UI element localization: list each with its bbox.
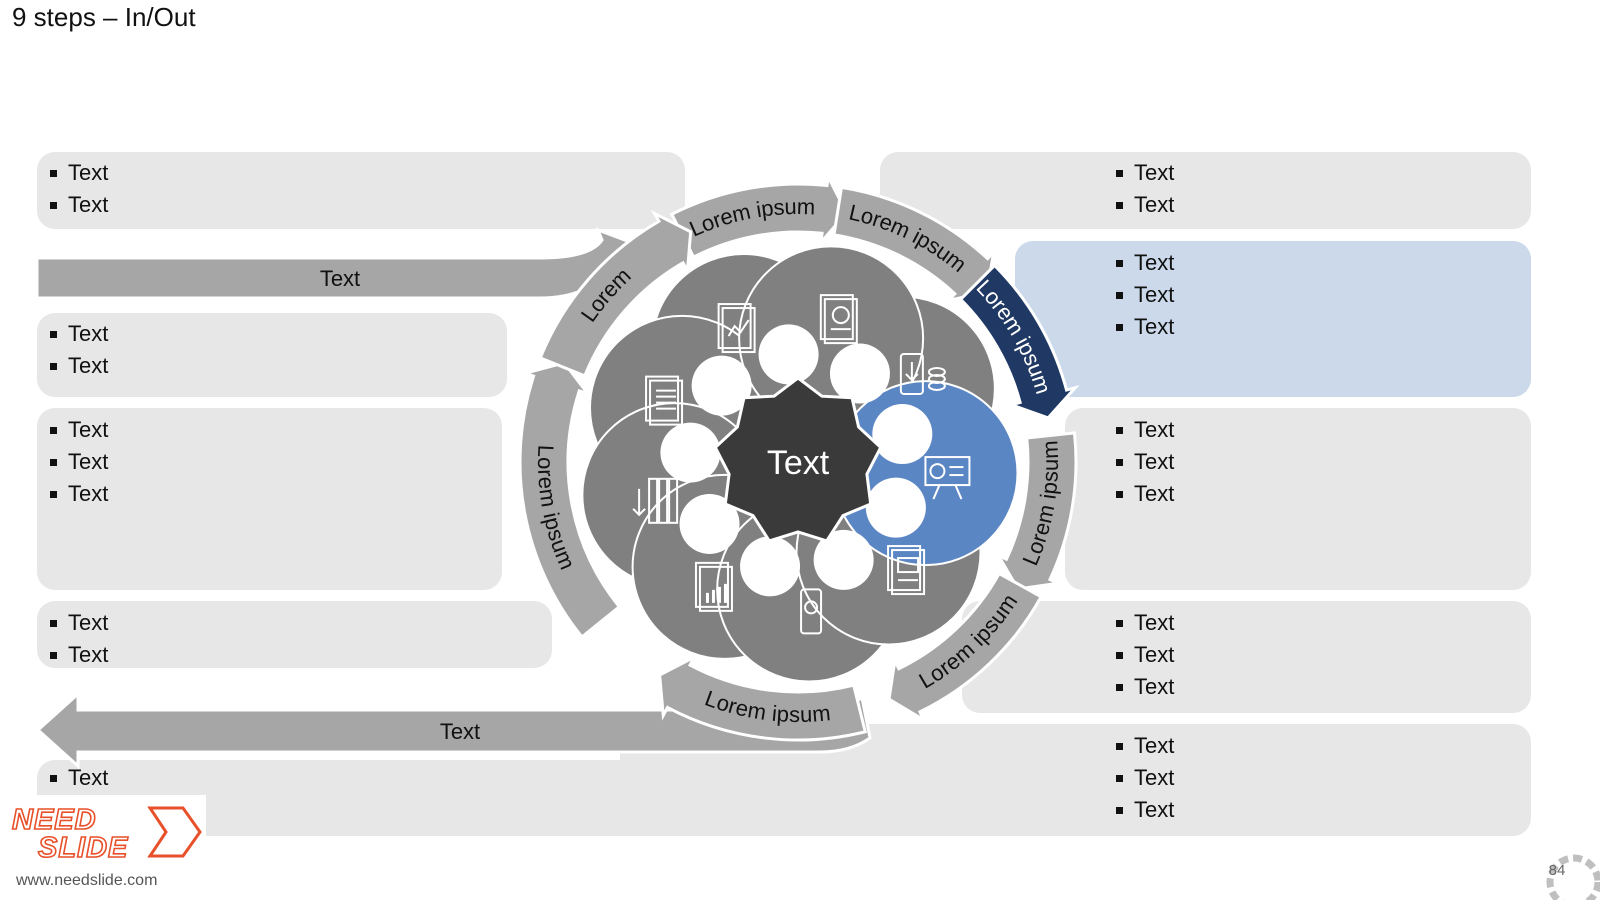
cycle-arrow-8 (538, 209, 693, 378)
bullet-item: Text (50, 189, 108, 221)
petal-gap (740, 536, 801, 597)
right-bullets-4: Text Text Text (1116, 607, 1174, 703)
presentation-board-icon (924, 456, 971, 500)
right-bullets-2: Text Text Text (1116, 247, 1174, 343)
bullet-item: Text (1116, 414, 1174, 446)
petal-gap (865, 477, 926, 538)
left-bullets-2: Text Text (50, 318, 108, 382)
bullet-item: Text (50, 639, 108, 671)
svg-text:SLIDE: SLIDE (38, 832, 129, 864)
bullet-item: Text (50, 446, 108, 478)
report-pie-chart-icon (819, 294, 858, 345)
inbound-flow-label: Text (320, 266, 360, 291)
bullet-item: Text (1116, 247, 1174, 279)
left-bullets-3: Text Text Text (50, 414, 108, 510)
center-star (713, 376, 883, 543)
petal-gap (829, 343, 890, 404)
bullet-item: Text (1116, 478, 1174, 510)
left-panel-1 (37, 152, 685, 229)
petal-gap (758, 324, 819, 385)
right-bullets-5: Text Text Text (1116, 730, 1174, 826)
cycle-arrow-6 (658, 653, 868, 742)
bullet-item: Text (50, 318, 108, 350)
svg-text:NEED: NEED (12, 804, 97, 836)
right-panel-1 (880, 152, 1531, 229)
right-panel-2 (1015, 241, 1531, 397)
right-panel-4 (962, 601, 1531, 713)
bullet-item: Text (50, 607, 108, 639)
report-bar-chart-icon (694, 561, 733, 612)
petal-gap (660, 422, 721, 483)
bullet-item: Text (50, 157, 108, 189)
bullet-item: Text (1116, 730, 1174, 762)
left-bullets-5: Text (50, 762, 108, 794)
petal-gap (813, 529, 874, 590)
right-bullets-1: Text Text (1116, 157, 1174, 221)
left-panel-2 (37, 313, 507, 397)
left-panel-4 (37, 601, 552, 668)
bullet-item: Text (1116, 279, 1174, 311)
bullet-item: Text (1116, 311, 1174, 343)
bullet-item: Text (50, 478, 108, 510)
cycle-arrow-5 (887, 571, 1044, 724)
center-label: Text (767, 444, 830, 482)
page-number: 84 (1548, 862, 1566, 879)
smartphone-icon (800, 588, 823, 635)
cycle-arrow-3 (958, 263, 1080, 420)
website-url: www.needslide.com (16, 872, 158, 889)
right-panel-3 (1065, 408, 1531, 590)
petal-gap (679, 493, 740, 554)
binders-download-icon (632, 477, 679, 524)
left-bullets-4: Text Text (50, 607, 108, 671)
bullet-item: Text (50, 350, 108, 382)
bullet-item: Text (1116, 639, 1174, 671)
left-panel-3 (37, 408, 502, 590)
document-stack-icon (645, 375, 684, 426)
outbound-flow-label: Text (440, 719, 480, 744)
bullet-item: Text (1116, 762, 1174, 794)
bullet-item: Text (1116, 157, 1174, 189)
bullet-item: Text (1116, 189, 1174, 221)
right-bullets-3: Text Text Text (1116, 414, 1174, 510)
needslide-logo: NEED SLIDE (0, 795, 206, 865)
document-image-icon (887, 545, 926, 596)
slide-title: 9 steps – In/Out (12, 2, 196, 32)
report-line-chart-icon (717, 303, 756, 354)
bullet-item: Text (1116, 794, 1174, 826)
bullet-item: Text (50, 414, 108, 446)
petal-gap (691, 355, 752, 416)
device-coins-icon (899, 352, 946, 395)
petal-gap (872, 404, 933, 465)
left-bullets-1: Text Text (50, 157, 108, 221)
bullet-item: Text (1116, 446, 1174, 478)
bullet-item: Text (1116, 671, 1174, 703)
gear-icon (1546, 854, 1600, 900)
bullet-item: Text (50, 762, 108, 794)
bullet-item: Text (1116, 607, 1174, 639)
